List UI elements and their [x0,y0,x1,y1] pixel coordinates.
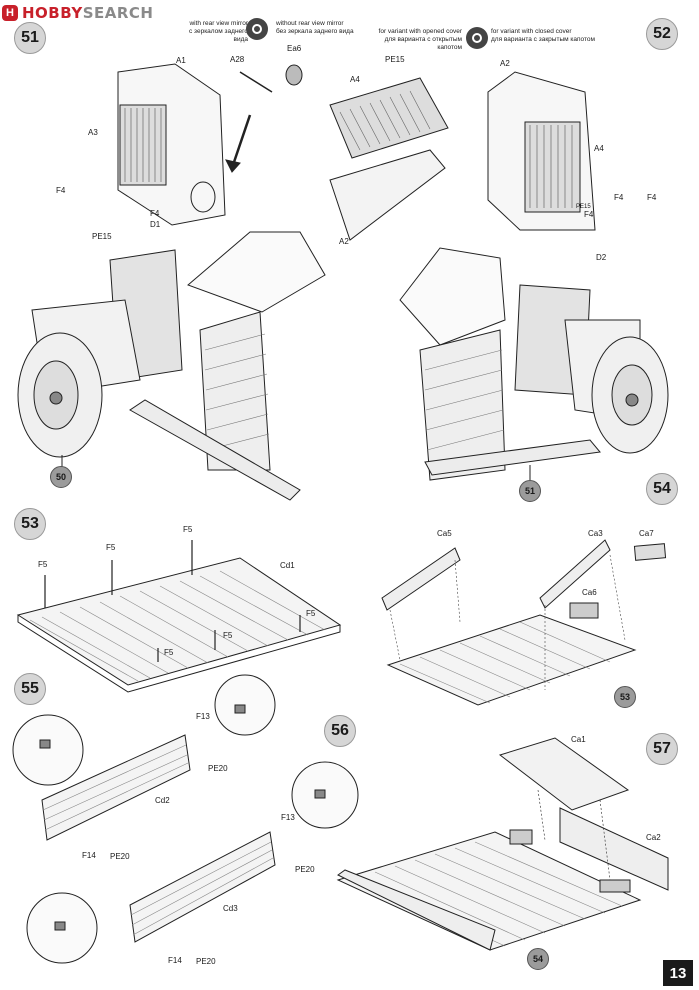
label-cd1: Cd1 [280,561,295,570]
step-51-drawing [17,63,326,501]
label-d2: D2 [596,253,607,262]
zoom-circle-55a [12,714,84,786]
watermark-text: HOBBYSEARCH [22,4,154,22]
side-ca2 [559,807,669,891]
caption-closed-cover: for variant with closed cover для вариан… [491,28,595,43]
label-f14-56: F14 [168,956,182,965]
label-ea6: Ea6 [287,44,302,53]
variant-with-icon [246,18,268,40]
label-f13-55: F13 [196,712,210,721]
floor-cd1 [16,557,342,686]
label-f4-51b: F4 [150,209,160,218]
side-ca5 [381,547,461,611]
step-52-drawing [329,71,669,481]
step-54-drawing [381,539,667,706]
label-f5-53b: F5 [106,543,116,552]
ref-step-51: 51 [519,480,541,502]
label-pe15-52a: PE15 [385,55,405,64]
label-a4-52a: A4 [350,75,360,84]
cab-roof-left [187,231,326,313]
label-a2-52a: A2 [500,59,510,68]
mirror-outline [190,181,216,213]
ref-step-53: 53 [614,686,636,708]
label-pe15-52b: PE15 [576,204,591,210]
ref-step-50: 50 [50,466,72,488]
step-number-53: 53 [14,508,46,540]
label-f13-56: F13 [281,813,295,822]
label-f4-52b: F4 [647,193,657,202]
label-pe20-55a: PE20 [208,764,228,773]
label-ca3: Ca3 [588,529,603,538]
mirror-arm [239,71,273,93]
running-board-left [129,399,301,501]
label-a3: A3 [88,128,98,137]
caption-without-mirror: without rear view mirror без зеркала зад… [276,20,354,35]
floor-54 [386,614,637,706]
cab-roof-right [399,247,506,346]
label-a2-52b: A2 [339,237,349,246]
mirror-ea6 [285,64,303,86]
label-ca6: Ca6 [582,588,597,597]
page-number: 13 [663,960,693,986]
label-pe20-56b: PE20 [196,957,216,966]
label-ca5: Ca5 [437,529,452,538]
label-a1: A1 [176,56,186,65]
label-cd3: Cd3 [223,904,238,913]
label-a28: A28 [230,55,245,64]
label-pe15-51: PE15 [92,232,112,241]
cab-door-left [199,311,271,471]
floor-57 [336,831,642,951]
cab-door-right [419,329,506,481]
step-56-drawing [26,761,359,964]
step-number-52: 52 [646,18,678,50]
side-57-left [337,869,496,951]
label-f5-53a: F5 [38,560,48,569]
label-f4-51a: F4 [56,186,66,195]
step-number-57: 57 [646,733,678,765]
step-57-drawing [336,737,669,951]
label-ca2: Ca2 [646,833,661,842]
label-f4-52c: F4 [584,210,594,219]
step-number-54: 54 [646,473,678,505]
panel-ca7 [633,543,667,561]
label-ca7: Ca7 [639,529,654,538]
cover-lower-a2 [329,149,446,241]
panel-ca6 [569,602,599,619]
step-53-drawing [16,540,342,693]
label-cd2: Cd2 [155,796,170,805]
tailboard-ca1 [498,737,630,811]
caption-opened-cover: for variant with opened cover для вариан… [378,28,462,51]
step-number-56: 56 [324,715,356,747]
variant-cover-icon [466,27,488,49]
label-f5-53f: F5 [164,648,174,657]
hobbysearch-watermark: H HOBBYSEARCH [2,2,154,24]
hobbysearch-logo-icon: H [2,5,18,21]
hood-grille-right [524,121,581,213]
label-f5-53d: F5 [306,609,316,618]
label-pe20-55b: PE20 [110,852,130,861]
running-board-right [424,439,601,476]
label-a4-52b: A4 [594,144,604,153]
label-f4-52a: F4 [614,193,624,202]
step-number-51: 51 [14,22,46,54]
label-f5-53e: F5 [223,631,233,640]
label-f14-55: F14 [82,851,96,860]
label-d1: D1 [150,220,161,229]
arrow-mirror [230,114,252,169]
caption-with-mirror: with rear view mirror с зеркалом заднего… [189,20,248,43]
cover-opened-a4 [329,77,449,159]
side-ca3 [539,539,611,609]
label-pe20-56a: PE20 [295,865,315,874]
step-number-55: 55 [14,673,46,705]
ref-step-54: 54 [527,948,549,970]
label-f5-53c: F5 [183,525,193,534]
label-ca1: Ca1 [571,735,586,744]
step-55-drawing [12,674,276,841]
